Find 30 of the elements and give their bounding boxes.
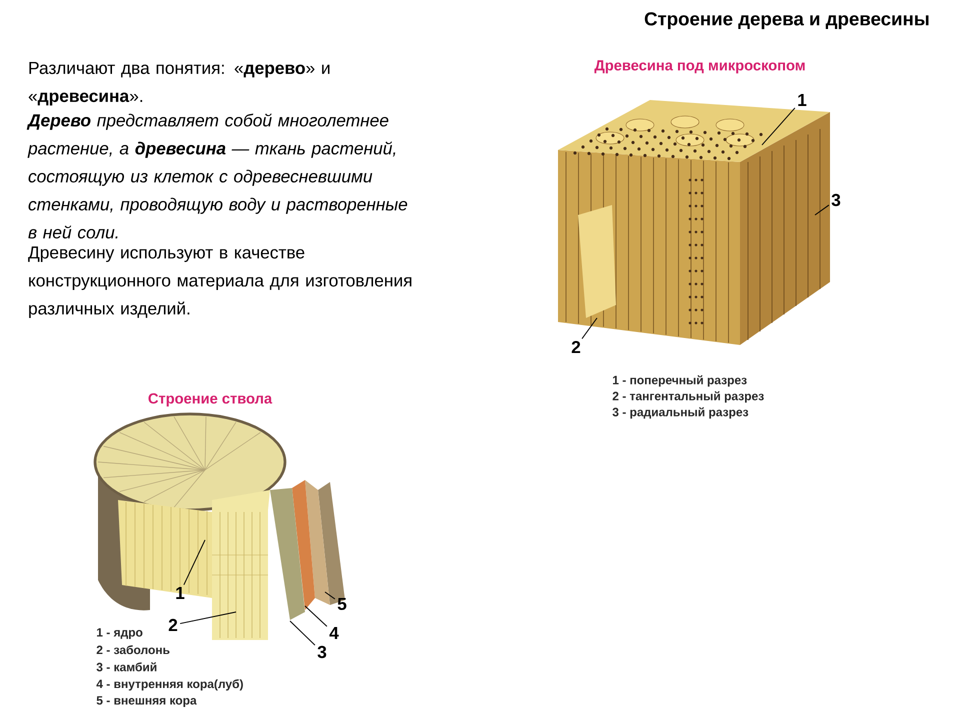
legend-text: 4 - внутренняя кора(луб) xyxy=(96,679,243,691)
legend-text: 2 - тангентальный разрез xyxy=(612,391,764,403)
leader-line xyxy=(762,108,796,146)
figure-title: Древесина под микроскопом xyxy=(594,60,805,74)
callout-number: 2 xyxy=(168,618,178,632)
callout-number: 5 xyxy=(338,598,346,610)
callout-number: 2 xyxy=(572,340,580,354)
paragraph: Различают два понятия: «дерево» и «древесина». xyxy=(28,62,330,106)
title: Строение дерева и древесины xyxy=(644,12,928,30)
callout-number: 3 xyxy=(832,194,840,206)
leader-line xyxy=(290,620,316,646)
leader-line xyxy=(814,204,830,216)
legend-text: 1 - ядро xyxy=(97,628,142,639)
callout-number: 3 xyxy=(318,646,326,658)
legend-text: 1 - поперечный разрез xyxy=(613,375,747,387)
legend-text: 5 - внешняя кора xyxy=(96,696,197,707)
callout-number: 1 xyxy=(176,587,184,599)
paragraph: Дерево представляет собой многолетнее растение, а древесина — ткань растений, состоящую из клеток с одревесневшими стенками, проводящую воду и растворенные в ней соли. xyxy=(26,114,408,238)
figure-title: Строение ствола xyxy=(148,393,272,407)
legend-text: 3 - камбий xyxy=(96,662,156,672)
legend-text: 3 - радиальный разрез xyxy=(612,407,748,419)
leader-line xyxy=(304,606,328,627)
callout-number: 1 xyxy=(798,94,806,106)
leader-line xyxy=(180,612,236,624)
paragraph: Древесину используют в качестве конструкционного материала для изготовления различных изделий. xyxy=(28,246,412,318)
callout-number: 4 xyxy=(329,627,339,639)
leader-line xyxy=(582,318,598,340)
legend-text: 2 - заболонь xyxy=(96,645,170,654)
leader-line xyxy=(183,540,206,586)
leader-line xyxy=(324,592,336,600)
